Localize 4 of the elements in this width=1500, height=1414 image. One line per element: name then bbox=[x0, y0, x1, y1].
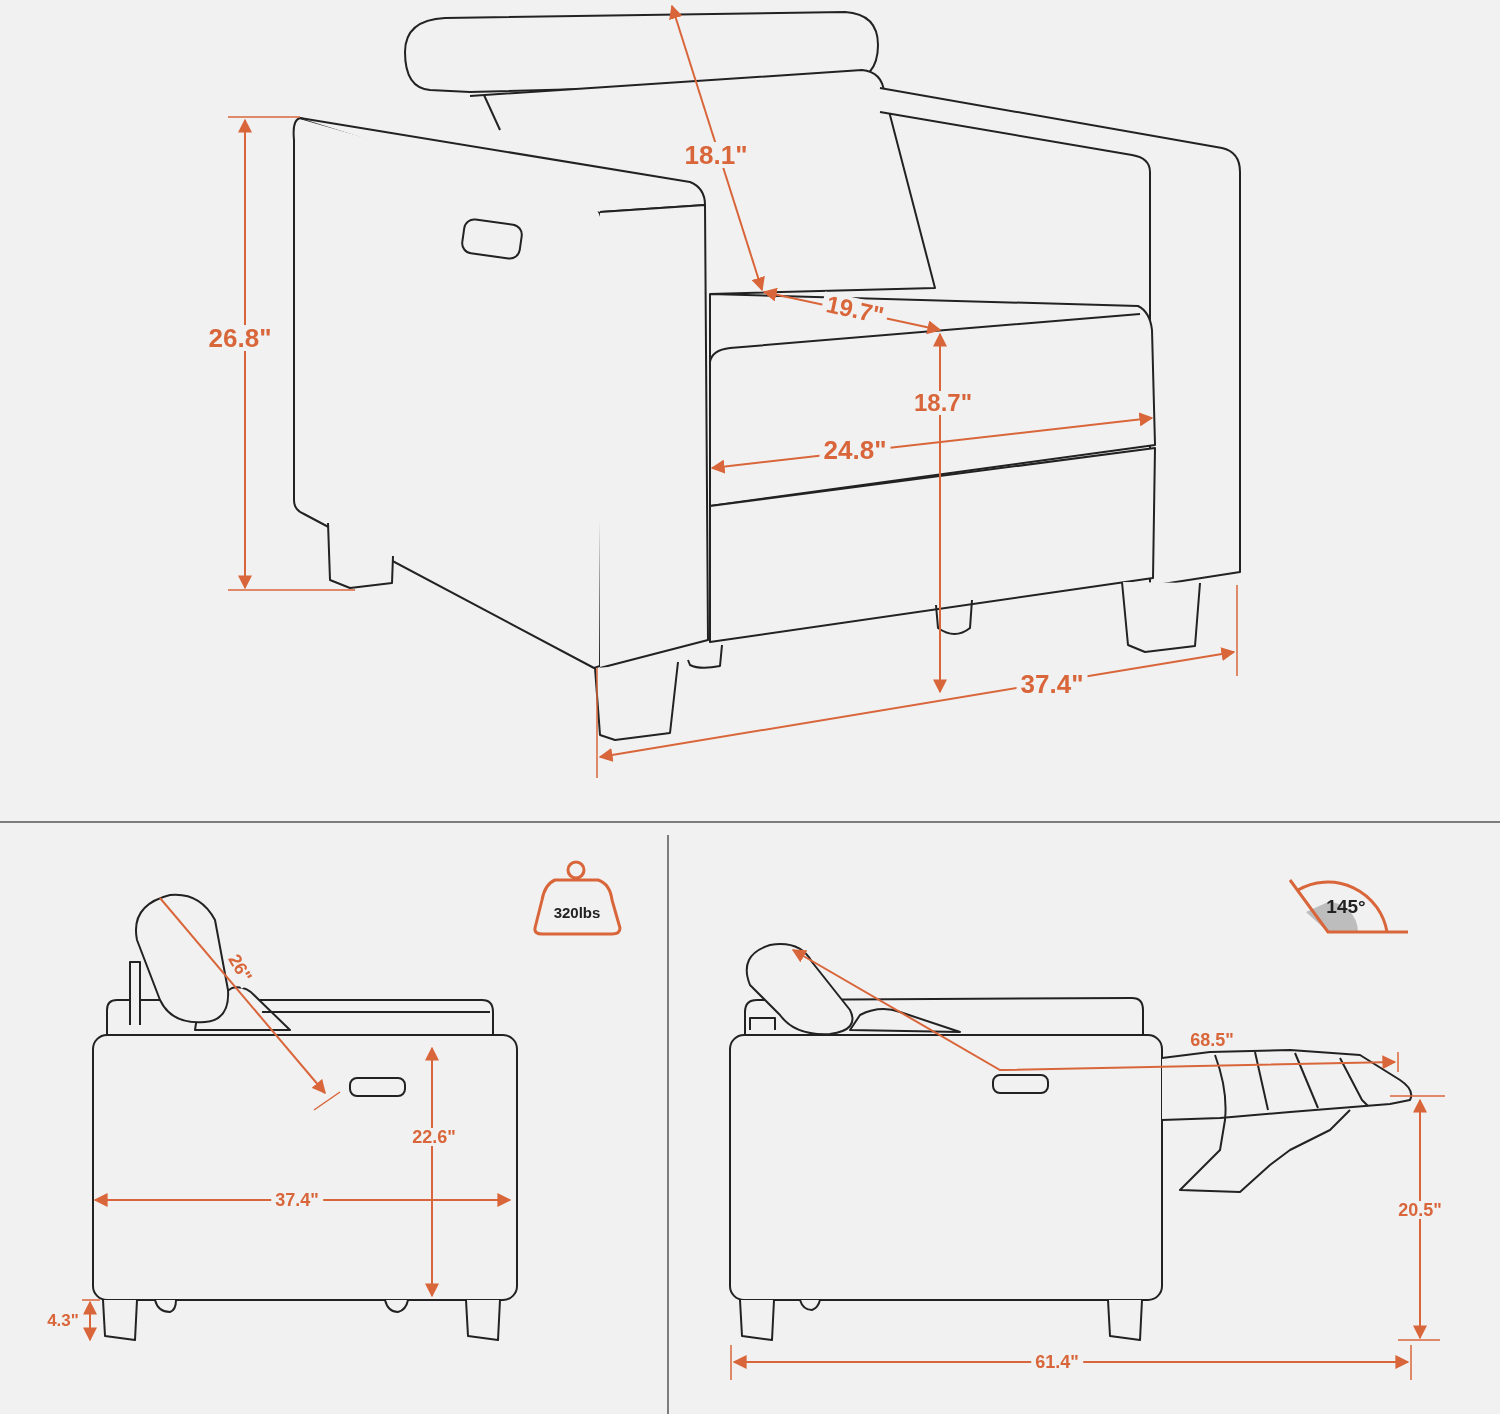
dimension-label: 37.4" bbox=[271, 1191, 323, 1209]
weight-capacity-label: 320lbs bbox=[553, 904, 601, 920]
recline-angle-label: 145° bbox=[1326, 896, 1366, 916]
dimension-label: 61.4" bbox=[1031, 1353, 1083, 1371]
